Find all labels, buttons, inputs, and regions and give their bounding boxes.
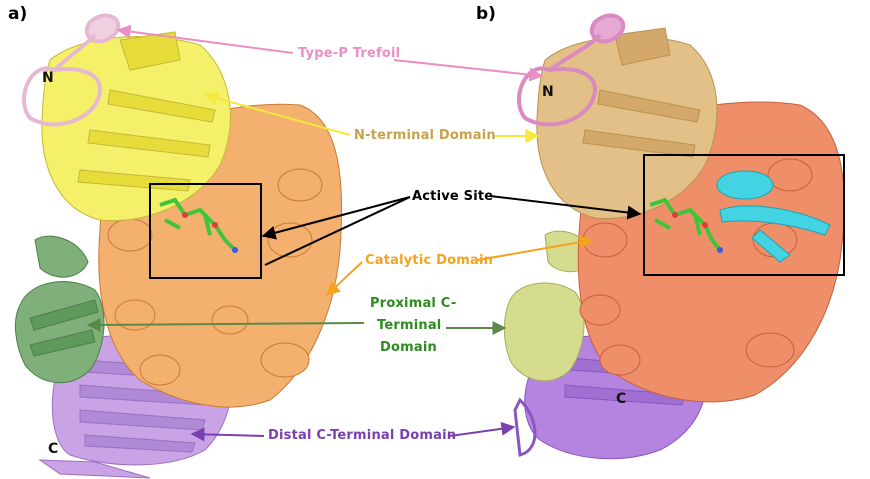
- panel-a-proximal-domain: [15, 235, 105, 384]
- panel-a-ligand: [159, 197, 238, 253]
- label-distal-c-terminal-domain: Distal C-Terminal Domain: [268, 428, 457, 443]
- panel-b-trefoil: [517, 13, 626, 127]
- panel-b-active-site-box: [643, 154, 845, 276]
- panel-a-structure: [15, 13, 343, 479]
- label-n-terminal-domain: N-terminal Domain: [354, 128, 496, 143]
- active-site-arrow-left-2: [264, 196, 411, 266]
- distal-arrow-right: [449, 421, 516, 437]
- panel-b-cyan-region: [716, 170, 831, 263]
- n-domain-arrow-left: [203, 91, 351, 136]
- label-proximal-line-2: Terminal: [377, 318, 442, 333]
- panel-a-trefoil: [22, 13, 121, 127]
- panel-a-n-terminus-label: N: [42, 70, 54, 86]
- catalytic-arrow-left: [325, 261, 363, 296]
- active-site-arrow-right: [489, 195, 642, 220]
- label-catalytic-domain: Catalytic Domain: [365, 253, 494, 268]
- label-type-p-trefoil: Type-P Trefoil: [298, 46, 401, 61]
- panel-a-c-terminus-label: C: [48, 441, 59, 457]
- panel-a-tag: a): [8, 4, 28, 24]
- panel-b-tag: b): [476, 4, 496, 24]
- panel-b-c-terminus-label: C: [616, 391, 627, 407]
- panel-b-ligand: [649, 197, 723, 253]
- panel-a-n-domain: [41, 31, 231, 222]
- panel-a-active-site-box: [149, 183, 262, 279]
- catalytic-arrow-right: [477, 235, 594, 261]
- annotation-arrows: [86, 24, 642, 442]
- trefoil-arrow-left: [116, 24, 294, 54]
- trefoil-arrow-right: [393, 59, 544, 82]
- proximal-arrow-left: [86, 317, 365, 332]
- label-proximal-line-3: Domain: [380, 340, 437, 355]
- distal-arrow-left: [190, 427, 265, 442]
- panel-b-n-terminus-label: N: [542, 84, 554, 100]
- panel-b-n-domain: [536, 27, 718, 219]
- active-site-arrow-left-1: [261, 196, 411, 240]
- panel-b-structure: [503, 13, 845, 460]
- label-proximal-line-1: Proximal C-: [370, 296, 457, 311]
- label-active-site: Active Site: [412, 189, 494, 204]
